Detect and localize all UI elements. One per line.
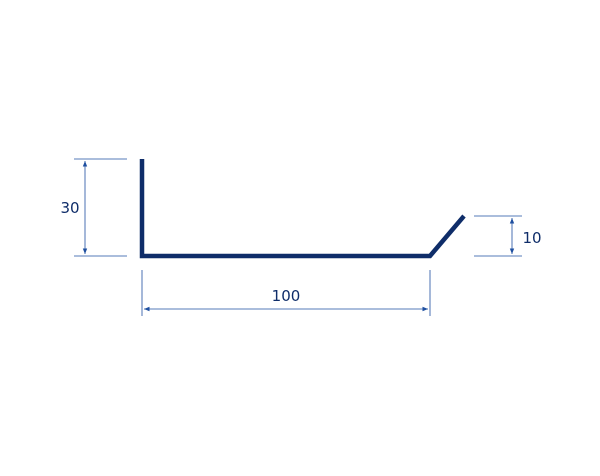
dimension-label-30: 30: [60, 199, 79, 217]
profile-shape: [139, 159, 466, 259]
dimension-label-100: 100: [272, 287, 301, 305]
dimension-label-10: 10: [522, 229, 541, 247]
dimension-height-right: 10: [474, 215, 542, 257]
dimension-length-bottom: 100: [141, 270, 431, 316]
dimension-height-left: 30: [60, 158, 127, 257]
